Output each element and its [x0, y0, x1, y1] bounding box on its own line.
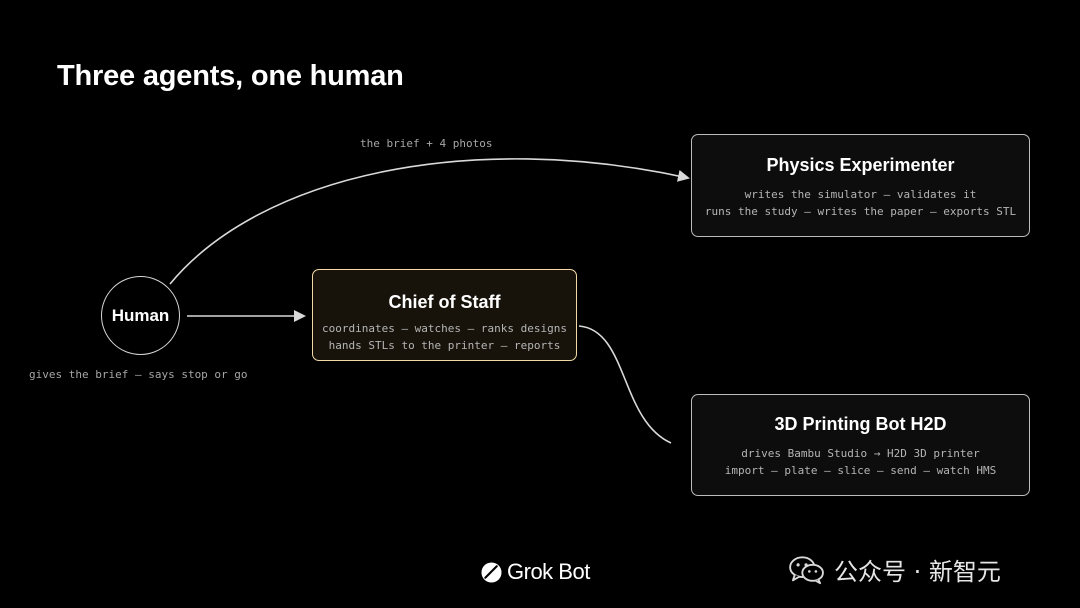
watermark: 公众号 · 新智元: [788, 552, 1001, 587]
connector-chief-to-printer: [578, 325, 672, 444]
chief-of-staff-node: Chief of Staff coordinates – watches – r…: [312, 269, 577, 361]
wechat-icon: [789, 555, 824, 584]
printing-bot-line-2: import – plate – slice – send – watch HM…: [724, 464, 997, 477]
watermark-text: 公众号 · 新智元: [834, 558, 1001, 586]
human-caption: gives the brief – says stop or go: [29, 368, 248, 381]
chief-of-staff-line-1: coordinates – watches – ranks designs: [321, 322, 568, 335]
physics-experimenter-title: Physics Experimenter: [766, 155, 955, 175]
physics-experimenter-line-1: writes the simulator – validates it: [744, 188, 977, 201]
physics-experimenter-line-2: runs the study – writes the paper – expo…: [704, 205, 1017, 218]
physics-experimenter-node: Physics Experimenter writes the simulato…: [691, 134, 1030, 237]
printing-bot-title: 3D Printing Bot H2D: [774, 414, 947, 434]
human-label: Human: [111, 305, 170, 325]
printing-bot-line-1: drives Bambu Studio → H2D 3D printer: [741, 447, 980, 460]
brand-logo: Grok Bot: [481, 559, 590, 585]
chief-of-staff-title: Chief of Staff: [388, 292, 501, 312]
brand-name: Grok Bot: [507, 559, 590, 584]
arrow-human-to-physics: [169, 158, 690, 285]
human-node: Human: [101, 276, 180, 355]
edge-label-brief-photos: the brief + 4 photos: [360, 137, 493, 150]
grok-logo-icon: [481, 561, 502, 583]
diagram-title: Three agents, one human: [57, 60, 404, 92]
chief-of-staff-line-2: hands STLs to the printer – reports: [328, 339, 561, 352]
printing-bot-node: 3D Printing Bot H2D drives Bambu Studio …: [691, 394, 1030, 496]
